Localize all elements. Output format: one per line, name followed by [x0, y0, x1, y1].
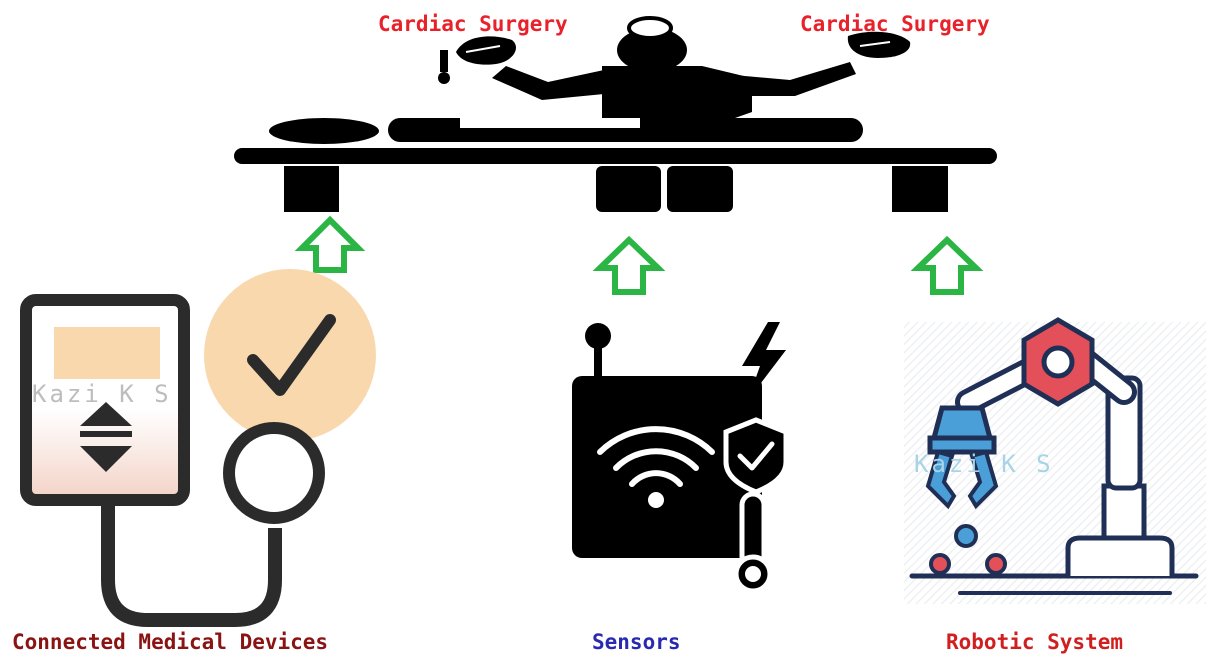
- chevron-down-icon: [80, 446, 132, 472]
- upload-arrow-icon: [294, 215, 366, 273]
- blood-pressure-monitor-icon: [20, 269, 376, 627]
- label-robotic-system: Robotic System: [946, 630, 1124, 654]
- upload-arrow-icon: [910, 235, 984, 295]
- chevron-up-icon: [80, 402, 132, 426]
- robotic-arm-icon: [904, 317, 1206, 604]
- watermark-left: Kazi K S: [32, 380, 172, 408]
- iot-sensor-icon: [572, 322, 789, 594]
- label-sensors: Sensors: [592, 630, 681, 654]
- label-connected-medical-devices: Connected Medical Devices: [12, 630, 329, 654]
- upload-arrow-icon: [592, 235, 666, 295]
- shield-icon: [723, 417, 789, 495]
- label-cardiac-surgery-right: Cardiac Surgery: [800, 12, 990, 36]
- wifi-icon: [597, 426, 715, 487]
- checkmark-icon-background: [204, 269, 376, 441]
- surgery-scene-icon: [234, 16, 997, 212]
- label-cardiac-surgery-left: Cardiac Surgery: [378, 12, 568, 36]
- checkmark-icon: [247, 314, 336, 396]
- watermark-right: Kazi K S: [914, 450, 1054, 478]
